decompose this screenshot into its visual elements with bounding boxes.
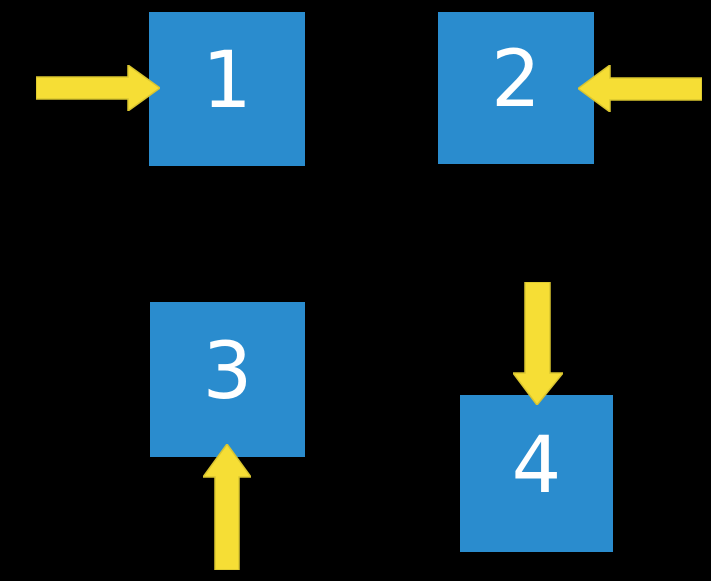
box-2-label: 2 xyxy=(491,35,541,125)
arrow-up-icon xyxy=(203,444,251,570)
box-4-label: 4 xyxy=(511,420,562,511)
arrow-down-icon xyxy=(513,282,563,405)
arrow-up-shape xyxy=(203,444,251,570)
arrow-down-shape xyxy=(513,282,563,405)
box-1: 1 xyxy=(149,12,305,166)
arrow-right-icon xyxy=(36,65,160,111)
arrow-left-icon xyxy=(578,65,702,112)
box-2: 2 xyxy=(438,12,594,164)
arrow-right-shape xyxy=(36,65,160,111)
box-3-label: 3 xyxy=(202,326,253,417)
box-4: 4 xyxy=(460,395,613,552)
arrow-left-shape xyxy=(578,65,702,112)
box-3: 3 xyxy=(150,302,305,457)
box-1-label: 1 xyxy=(202,36,252,126)
